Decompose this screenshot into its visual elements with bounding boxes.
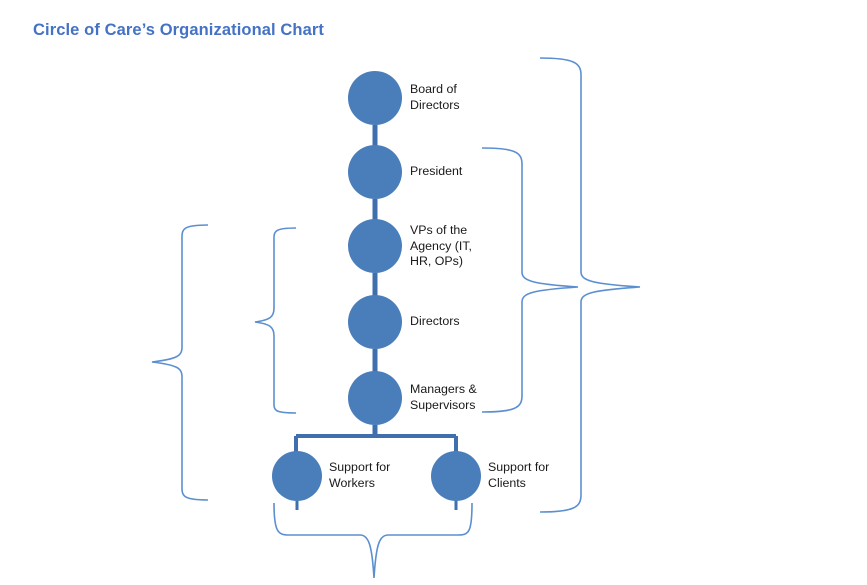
node-circle[interactable] (348, 371, 402, 425)
connector-managers-to-support (294, 425, 458, 452)
node-label: VPs of the Agency (IT, HR, OPs) (410, 223, 472, 268)
node-circle[interactable] (348, 219, 402, 273)
brace-bottom (273, 502, 473, 579)
node-label: Managers & Supervisors (410, 382, 477, 412)
brace-left-outer (151, 224, 209, 501)
node-label: Directors (410, 314, 460, 328)
node-label: President (410, 164, 463, 178)
node-circle[interactable] (348, 145, 402, 199)
node-circle[interactable] (348, 295, 402, 349)
brace-left-inner (254, 227, 297, 414)
node-circle[interactable] (272, 451, 322, 501)
brace-right-inner (481, 147, 579, 413)
node-label: Support for Workers (329, 460, 391, 490)
node-label: Board of Directors (410, 82, 460, 112)
node-circle[interactable] (431, 451, 481, 501)
page-title: Circle of Care’s Organizational Chart (33, 21, 324, 39)
brace-right-outer (539, 57, 641, 513)
node-circle[interactable] (348, 71, 402, 125)
support-node-stubs (295, 501, 458, 510)
node-label: Support for Clients (488, 460, 550, 490)
